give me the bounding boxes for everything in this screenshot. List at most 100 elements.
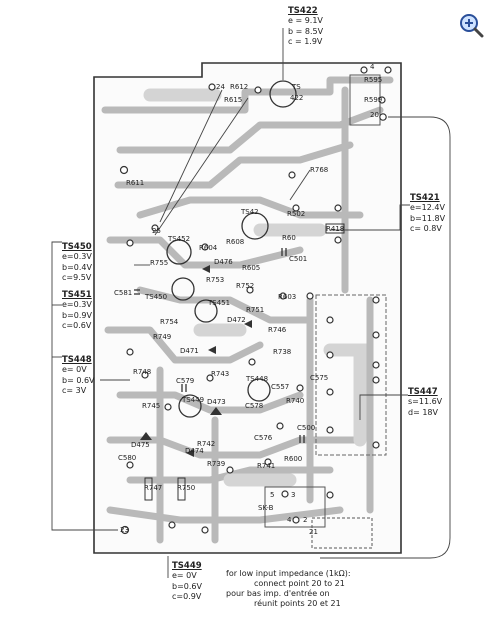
- label-c575: C575: [310, 374, 329, 382]
- label-r60: R60: [282, 234, 296, 242]
- ts449-title: TS449: [172, 561, 202, 571]
- ts422-c: c = 1.9V: [288, 37, 323, 46]
- label-point-23: 23: [120, 526, 129, 534]
- label-r611: R611: [126, 179, 145, 187]
- ts448-c: c= 3V: [62, 386, 87, 395]
- label-pin-3: 3: [291, 491, 296, 499]
- label-d475: D475: [131, 441, 150, 449]
- label-422: 422: [290, 94, 304, 102]
- diodes: [140, 265, 252, 457]
- label-r749: R749: [153, 333, 172, 341]
- capacitors: [134, 248, 305, 443]
- ts449-callout: TS449 e= 0V b=0.6V c=0.9V: [172, 561, 202, 603]
- ts450-b: b=0.4V: [62, 262, 92, 272]
- label-point-25: 25: [152, 227, 161, 235]
- note-line-2: connect point 20 to 21: [254, 579, 345, 588]
- ts449-b: b=0.6V: [172, 581, 202, 591]
- zoom-in-icon[interactable]: [458, 12, 484, 38]
- label-ts448: TS448: [246, 375, 269, 383]
- copper-traces: [101, 76, 394, 544]
- ts449-e: e= 0V: [172, 571, 197, 580]
- ts421-e: e=12.4V: [410, 203, 445, 212]
- ts422-b: b = 8.5V: [288, 26, 324, 36]
- ts447-d: d= 18V: [408, 407, 438, 417]
- ts448-title: TS448: [62, 355, 92, 365]
- label-ts450: TS450: [145, 293, 168, 301]
- label-r753: R753: [206, 276, 225, 284]
- resistors: [144, 223, 345, 501]
- ts449-c: c=0.9V: [172, 592, 202, 601]
- note-line-1: for low input impedance (1kΩ):: [226, 569, 351, 578]
- label-r751: R751: [246, 306, 265, 314]
- ts450-e: e=0.3V: [62, 252, 92, 261]
- ts451-e: e=0.3V: [62, 300, 92, 309]
- label-c557: C557: [271, 383, 290, 391]
- label-ts449: TS449: [182, 396, 205, 404]
- label-r741: R741: [257, 462, 276, 470]
- label-c501: C501: [289, 255, 308, 263]
- ts451-c: c=0.6V: [62, 321, 92, 330]
- ts447-title: TS447: [408, 387, 438, 397]
- label-r752: R752: [236, 282, 255, 290]
- ts422-title: TS422: [288, 6, 318, 16]
- label-point-20: 20: [370, 111, 379, 119]
- ts448-b: b= 0.6V: [62, 375, 95, 385]
- label-r608: R608: [226, 238, 245, 246]
- label-d476: D476: [214, 258, 233, 266]
- label-c500: C500: [297, 424, 316, 432]
- ts448-e: e= 0V: [62, 365, 87, 374]
- ts447-callout: TS447 s=11.6V d= 18V: [408, 387, 442, 418]
- label-r615: R615: [224, 96, 243, 104]
- label-r595: R595: [364, 76, 383, 84]
- label-r747: R747: [144, 484, 163, 492]
- label-point-21: 21: [309, 528, 318, 536]
- label-r750: R750: [177, 484, 196, 492]
- label-pin-4b: 4: [287, 516, 292, 524]
- label-r599: R599: [364, 96, 383, 104]
- label-r755: R755: [150, 259, 169, 267]
- ts451-title: TS451: [62, 290, 92, 300]
- label-r742: R742: [197, 440, 216, 448]
- ts421-title: TS421: [410, 193, 440, 203]
- label-r418: R418: [326, 225, 345, 233]
- label-r743: R743: [211, 370, 230, 378]
- label-r605: R605: [242, 264, 261, 272]
- label-d473: D473: [207, 398, 226, 406]
- ts422-callout: TS422 e = 9.1V b = 8.5V c = 1.9V: [288, 6, 323, 48]
- label-pin-2: 2: [303, 516, 308, 524]
- label-r745: R745: [142, 402, 161, 410]
- label-c581: C581: [114, 289, 133, 297]
- label-d472: D472: [227, 316, 246, 324]
- ts421-callout: TS421 e=12.4V b=11.8V c= 0.8V: [410, 193, 445, 235]
- label-ts: TS: [292, 83, 301, 91]
- ts450-title: TS450: [62, 242, 92, 252]
- ts422-e: e = 9.1V: [288, 16, 323, 25]
- ts450-callout: TS450 e=0.3V b=0.4V c=9.5V: [62, 242, 92, 284]
- label-r754: R754: [160, 318, 179, 326]
- pads: [119, 66, 392, 535]
- ts421-c: c= 0.8V: [410, 224, 442, 233]
- ts451-b: b=0.9V: [62, 310, 92, 320]
- leader-lines: [51, 28, 451, 578]
- label-ts451: TS451: [208, 299, 231, 307]
- label-c576: C576: [254, 434, 273, 442]
- label-ts452: TS452: [168, 235, 191, 243]
- note-line-4: réunit points 20 et 21: [254, 599, 341, 608]
- label-point-24: 24: [216, 83, 225, 91]
- label-sk-b: SK-B: [258, 504, 274, 512]
- label-c580: C580: [118, 454, 137, 462]
- label-c579: C579: [176, 377, 195, 385]
- label-ts42: TS42: [241, 208, 259, 216]
- ts447-s: s=11.6V: [408, 397, 443, 406]
- label-r603: R603: [278, 293, 297, 301]
- ts450-c: c=9.5V: [62, 273, 92, 282]
- label-r604: R604: [199, 244, 218, 252]
- label-r600: R600: [284, 455, 303, 463]
- label-r746: R746: [268, 326, 287, 334]
- label-r740: R740: [286, 397, 305, 405]
- label-r739: R739: [207, 460, 226, 468]
- label-r502: R502: [287, 210, 306, 218]
- label-d471: D471: [180, 347, 199, 355]
- label-c578: C578: [245, 402, 264, 410]
